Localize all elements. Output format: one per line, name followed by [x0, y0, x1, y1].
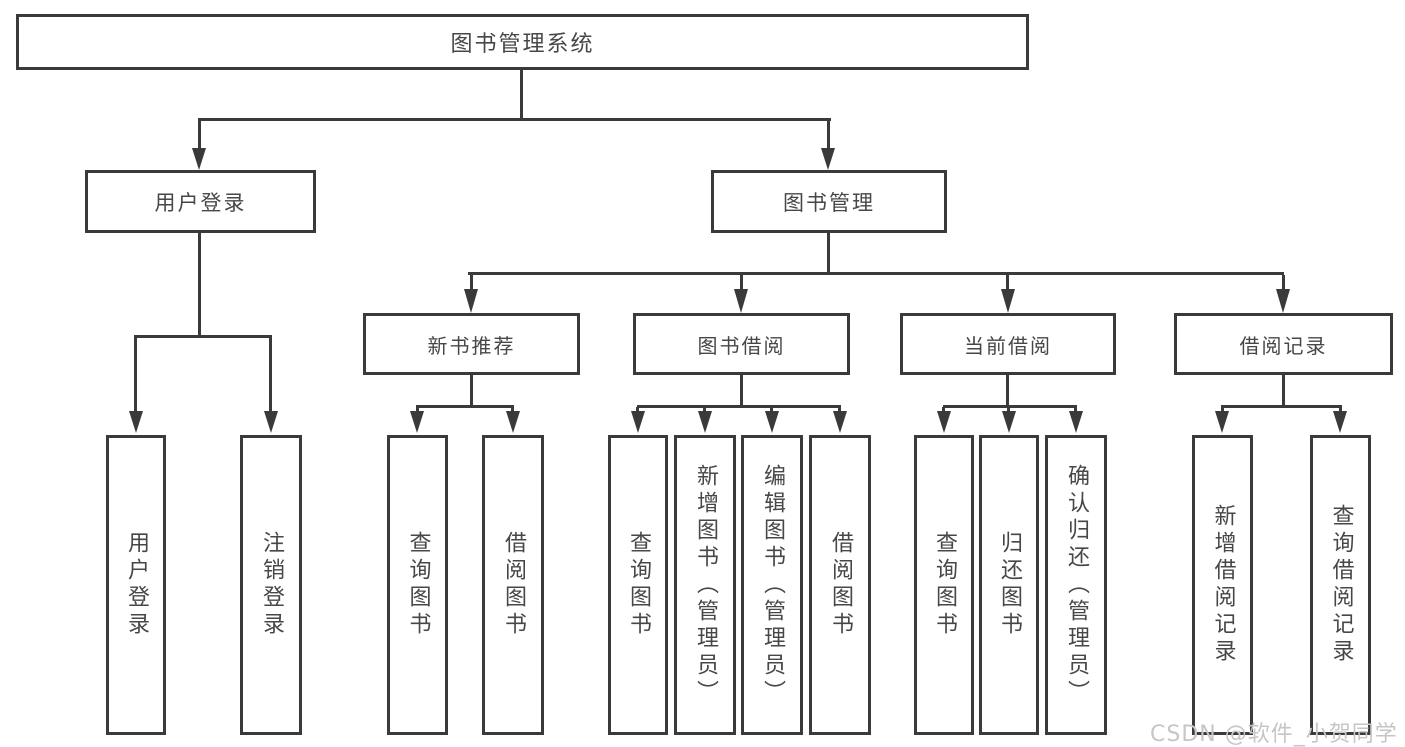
leaf-query-books-current: 查询图书 — [914, 435, 974, 735]
connector-line — [198, 233, 201, 335]
arrowhead-down-icon — [698, 411, 712, 433]
arrowhead-down-icon — [464, 289, 478, 313]
node-current-borrowing: 当前借阅 — [900, 313, 1116, 375]
node-label: 借阅记录 — [1239, 333, 1328, 358]
leaf-query-borrow-record: 查询借阅记录 — [1310, 435, 1371, 735]
leaf-confirm-return-admin: 确认归还（管理员） — [1045, 435, 1107, 735]
connector-line — [134, 338, 137, 412]
connector-line — [470, 375, 473, 405]
arrowhead-down-icon — [1215, 411, 1229, 433]
connector-line — [134, 335, 272, 338]
arrowhead-down-icon — [129, 411, 143, 433]
node-label: 借阅图书 — [501, 531, 526, 639]
node-label: 确认归还（管理员） — [1064, 463, 1089, 707]
csdn-watermark: CSDN @软件_小贺同学 — [1150, 722, 1398, 747]
arrowhead-down-icon — [264, 411, 278, 433]
node-label: 图书管理系统 — [450, 32, 595, 57]
connector-line — [269, 338, 272, 412]
node-label: 编辑图书（管理员） — [760, 463, 785, 707]
connector-line — [827, 233, 830, 274]
arrowhead-down-icon — [506, 411, 520, 433]
leaf-borrow-books-recommend: 借阅图书 — [482, 435, 544, 735]
node-user-login-branch: 用户登录 — [85, 170, 316, 233]
arrowhead-down-icon — [192, 148, 206, 170]
arrowhead-down-icon — [821, 148, 835, 170]
connector-line — [1006, 375, 1009, 405]
leaf-add-borrow-record: 新增借阅记录 — [1192, 435, 1253, 735]
arrowhead-down-icon — [1333, 411, 1347, 433]
node-label: 注销登录 — [259, 531, 284, 639]
connector-line — [740, 375, 743, 405]
node-label: 查询图书 — [932, 531, 957, 639]
connector-line — [1282, 275, 1285, 291]
node-label: 新增图书（管理员） — [693, 463, 718, 707]
connector-line — [470, 275, 473, 291]
node-label: 当前借阅 — [964, 333, 1052, 358]
node-library-management-system: 图书管理系统 — [16, 14, 1029, 70]
node-label: 归还图书 — [997, 531, 1022, 639]
arrowhead-down-icon — [937, 411, 951, 433]
connector-line — [416, 405, 514, 408]
connector-line — [1221, 405, 1342, 408]
node-label: 查询图书 — [626, 531, 651, 639]
leaf-return-book: 归还图书 — [979, 435, 1039, 735]
node-borrow-records: 借阅记录 — [1174, 313, 1393, 375]
node-book-management-branch: 图书管理 — [711, 170, 947, 233]
connector-line — [520, 70, 523, 118]
leaf-edit-book-admin: 编辑图书（管理员） — [741, 435, 803, 735]
connector-line — [637, 405, 841, 408]
leaf-borrow-books: 借阅图书 — [809, 435, 871, 735]
leaf-query-books-borrowing: 查询图书 — [608, 435, 668, 735]
arrowhead-down-icon — [631, 411, 645, 433]
leaf-add-book-admin: 新增图书（管理员） — [674, 435, 736, 735]
node-label: 图书管理 — [783, 190, 875, 215]
node-label: 用户登录 — [154, 190, 247, 215]
arrowhead-down-icon — [1002, 411, 1016, 433]
node-book-borrowing: 图书借阅 — [633, 313, 850, 375]
arrowhead-down-icon — [410, 411, 424, 433]
node-label: 用户登录 — [124, 531, 149, 639]
connector-line — [198, 121, 201, 149]
node-label: 新书推荐 — [427, 333, 516, 358]
arrowhead-down-icon — [1276, 289, 1290, 313]
connector-line — [1282, 375, 1285, 405]
connector-line — [198, 118, 831, 121]
arrowhead-down-icon — [1069, 411, 1083, 433]
node-label: 查询图书 — [405, 531, 431, 639]
arrowhead-down-icon — [833, 411, 847, 433]
arrowhead-down-icon — [1001, 289, 1015, 313]
node-new-book-recommend: 新书推荐 — [363, 313, 580, 375]
node-label: 查询借阅记录 — [1328, 504, 1354, 666]
connector-line — [943, 405, 1077, 408]
node-label: 新增借阅记录 — [1210, 504, 1236, 666]
node-label: 图书借阅 — [697, 333, 786, 358]
arrowhead-down-icon — [734, 289, 748, 313]
connector-line — [740, 275, 743, 291]
leaf-query-books-recommend: 查询图书 — [387, 435, 448, 735]
leaf-logout: 注销登录 — [240, 435, 302, 735]
arrowhead-down-icon — [765, 411, 779, 433]
connector-line — [468, 272, 1284, 275]
connector-line — [827, 121, 830, 149]
connector-line — [1006, 275, 1009, 291]
node-label: 借阅图书 — [828, 531, 853, 639]
leaf-user-login: 用户登录 — [106, 435, 166, 735]
